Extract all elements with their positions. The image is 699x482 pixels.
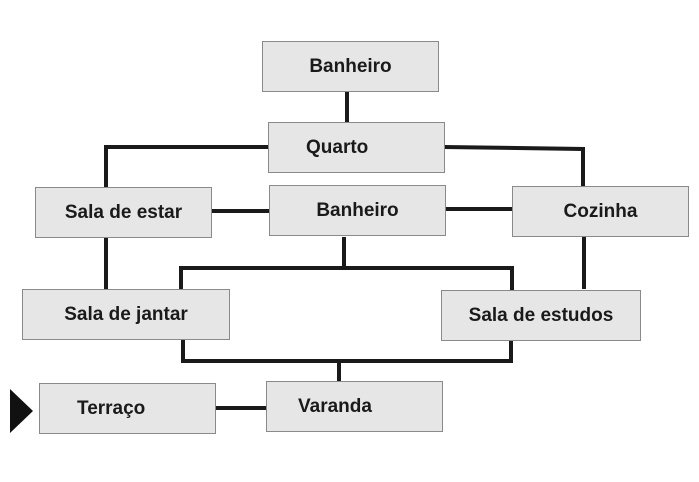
connector-lower-bar bbox=[181, 338, 513, 363]
connector-quarto-sala-estar bbox=[104, 145, 268, 187]
room-varanda: Varanda bbox=[266, 381, 443, 432]
connector-upper-bar bbox=[179, 266, 514, 290]
room-sala-de-jantar: Sala de jantar bbox=[22, 289, 230, 340]
room-quarto: Quarto bbox=[268, 122, 445, 173]
entry-arrow-icon bbox=[10, 389, 33, 433]
room-cozinha: Cozinha bbox=[512, 186, 689, 237]
connector-quarto-cozinha bbox=[443, 145, 585, 186]
room-sala-de-estar: Sala de estar bbox=[35, 187, 212, 238]
room-terraco: Terraço bbox=[39, 383, 216, 434]
room-banheiro-mid: Banheiro bbox=[269, 185, 446, 236]
room-sala-de-estudos: Sala de estudos bbox=[441, 290, 641, 341]
room-banheiro-top: Banheiro bbox=[262, 41, 439, 92]
